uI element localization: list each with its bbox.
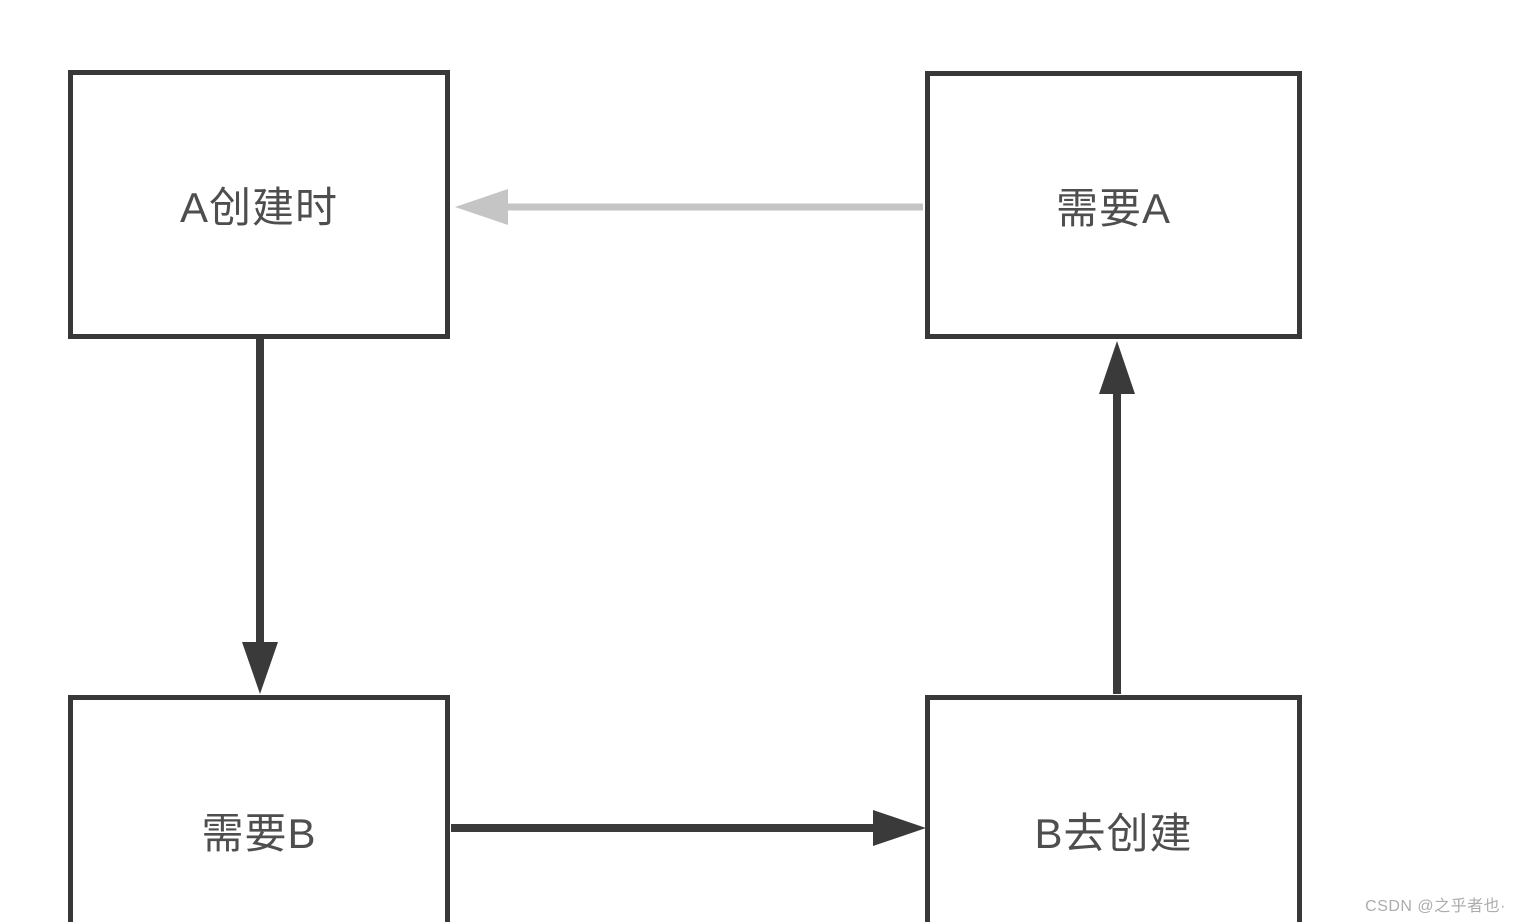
node-need-b: 需要B <box>68 695 450 922</box>
node-b-create-label: B去创建 <box>1034 809 1193 857</box>
arrow-b-create-to-need-a <box>1099 341 1135 694</box>
node-a-create-label: A创建时 <box>179 184 338 231</box>
arrow-a-create-to-need-b <box>242 339 278 694</box>
node-need-a-label: 需要A <box>1055 184 1171 232</box>
node-b-create: B去创建 <box>925 695 1302 922</box>
arrow-need-b-to-b-create-head <box>873 810 926 846</box>
node-a-create: A创建时 <box>68 70 450 339</box>
arrow-a-create-to-need-b-head <box>242 642 278 694</box>
node-need-a: 需要A <box>925 71 1302 339</box>
arrow-need-a-to-a-create <box>455 189 923 225</box>
arrow-b-create-to-need-a-head <box>1099 341 1135 394</box>
csdn-watermark: CSDN @之乎者也· <box>1365 898 1506 915</box>
arrow-need-b-to-b-create <box>451 810 926 846</box>
node-need-b-label: 需要B <box>201 809 317 857</box>
arrow-need-a-to-a-create-head <box>455 189 508 225</box>
